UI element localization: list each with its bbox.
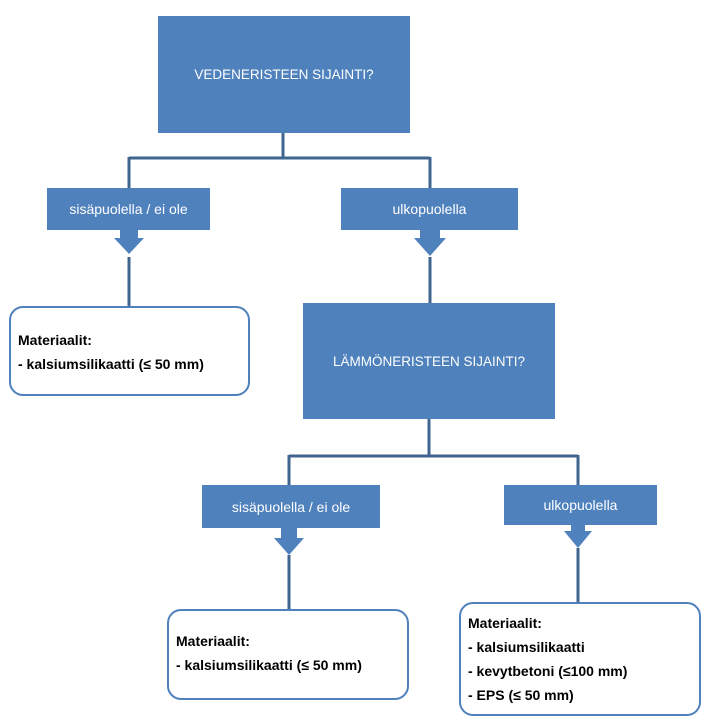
option-label: sisäpuolella / ei ole	[231, 498, 351, 515]
question-waterproofing-location: VEDENERISTEEN SIJAINTI?	[158, 16, 410, 133]
question-label: LÄMMÖNERISTEEN SIJAINTI?	[332, 353, 526, 369]
material-item: - kalsiumsilikaatti (≤ 50 mm)	[176, 657, 362, 673]
option-label: ulkopuolella	[392, 201, 467, 217]
arrow-down-icon	[114, 229, 144, 254]
option-outside: ulkopuolella	[504, 485, 657, 525]
option-label: sisäpuolella / ei ole	[69, 201, 188, 217]
arrow-down-icon	[414, 229, 446, 256]
materials-box: Materiaalit: - kalsiumsilikaatti (≤ 50 m…	[9, 306, 250, 396]
option-inside-none: sisäpuolella / ei ole	[47, 188, 210, 230]
materials-box: Materiaalit: - kalsiumsilikaatti - kevyt…	[459, 602, 701, 716]
question-insulation-location: LÄMMÖNERISTEEN SIJAINTI?	[303, 303, 555, 419]
arrow-down-icon	[274, 527, 304, 555]
material-item: - EPS (≤ 50 mm)	[468, 687, 574, 703]
arrow-down-icon	[564, 525, 592, 548]
material-item: - kevytbetoni (≤100 mm)	[468, 663, 628, 679]
materials-title: Materiaalit:	[176, 633, 250, 649]
materials-title: Materiaalit:	[468, 615, 542, 631]
materials-box: Materiaalit: - kalsiumsilikaatti (≤ 50 m…	[167, 609, 409, 700]
option-label: ulkopuolella	[543, 497, 618, 513]
material-item: - kalsiumsilikaatti	[468, 639, 585, 655]
option-inside-none: sisäpuolella / ei ole	[202, 485, 380, 528]
question-label: VEDENERISTEEN SIJAINTI?	[194, 67, 374, 82]
materials-title: Materiaalit:	[18, 332, 92, 348]
material-item: - kalsiumsilikaatti (≤ 50 mm)	[18, 356, 204, 372]
option-outside: ulkopuolella	[341, 188, 518, 230]
